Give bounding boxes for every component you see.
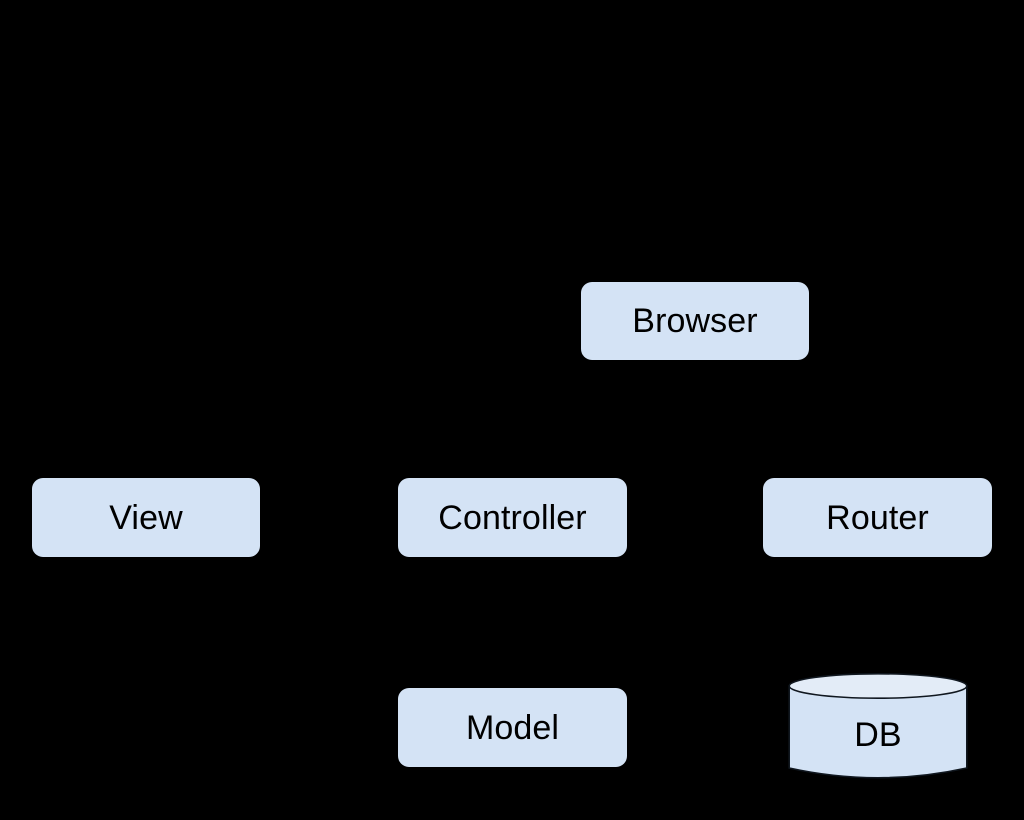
node-view[interactable]: View [32,478,260,557]
node-controller[interactable]: Controller [398,478,627,557]
node-browser[interactable]: Browser [581,282,809,360]
database-cylinder-icon [788,673,968,779]
node-model-label: Model [465,708,560,747]
node-controller-label: Controller [438,498,587,537]
node-browser-label: Browser [632,302,758,340]
node-router[interactable]: Router [763,478,992,557]
node-view-label: View [109,498,183,537]
node-model[interactable]: Model [398,688,627,767]
node-db[interactable]: DB [788,672,968,784]
node-router-label: Router [826,498,929,537]
